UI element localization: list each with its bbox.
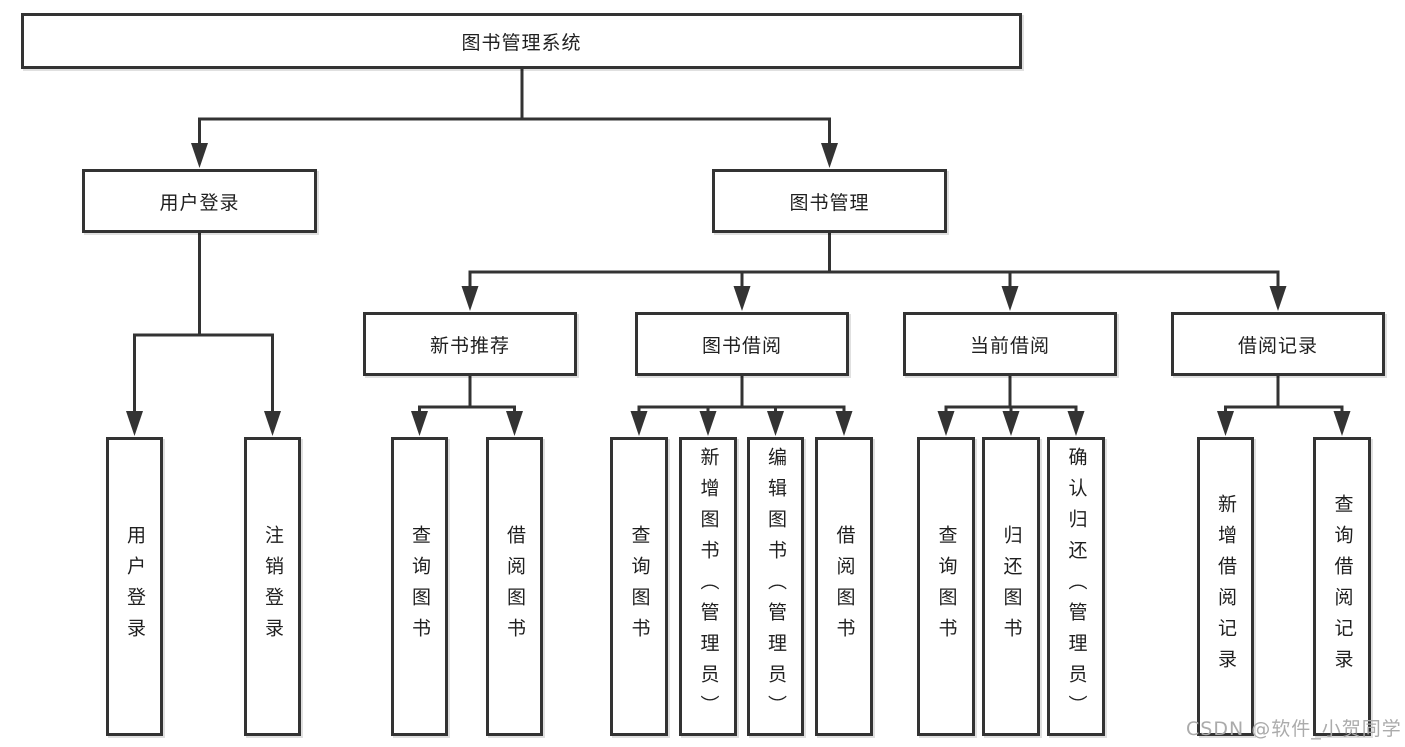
node-bb-borrow-books: 借阅图书: [815, 437, 873, 736]
node-current-borrow-label: 当前借阅: [969, 334, 1050, 357]
node-logout: 注销登录: [244, 437, 301, 736]
node-book-mgmt: 图书管理: [712, 169, 947, 233]
node-cb-confirm-return-label: 确认归还（管理员）: [1065, 447, 1088, 726]
node-new-book-rec: 新书推荐: [363, 312, 577, 376]
connector-newbookrec-to-leaves: [411, 376, 523, 436]
node-rec-query-books: 查询图书: [391, 437, 448, 736]
watermark: CSDN @软件_小贺同学: [1186, 718, 1402, 740]
node-bb-edit-books-label: 编辑图书（管理员）: [765, 447, 787, 726]
arrow-head: [1002, 411, 1020, 436]
connector-userlogin-to-leaves: [126, 233, 281, 436]
node-br-query-record: 查询借阅记录: [1313, 437, 1371, 736]
arrow-head: [1067, 411, 1085, 436]
node-logout-label: 注销登录: [262, 524, 284, 649]
node-current-borrow: 当前借阅: [903, 312, 1117, 376]
node-book-mgmt-label: 图书管理: [789, 191, 870, 214]
node-cb-return-books-label: 归还图书: [1000, 524, 1023, 649]
node-user-login-group: 用户登录: [82, 169, 317, 233]
node-bb-borrow-books-label: 借阅图书: [833, 524, 856, 649]
node-bb-query-books: 查询图书: [610, 437, 668, 736]
node-root: 图书管理系统: [21, 13, 1022, 69]
node-book-borrow-label: 图书借阅: [701, 334, 782, 357]
node-cb-confirm-return: 确认归还（管理员）: [1047, 437, 1105, 736]
arrow-head: [506, 411, 523, 436]
arrow-head: [126, 411, 143, 436]
node-book-borrow: 图书借阅: [635, 312, 849, 376]
connector-currentborrow-to-leaves: [937, 376, 1085, 436]
node-bb-query-books-label: 查询图书: [628, 524, 651, 649]
node-rec-borrow-books-label: 借阅图书: [504, 524, 526, 649]
node-rec-query-books-label: 查询图书: [409, 524, 431, 649]
arrow-head: [767, 411, 784, 436]
node-root-label: 图书管理系统: [461, 31, 582, 54]
arrow-head: [699, 411, 717, 436]
connector-bookborrow-to-leaves: [630, 376, 853, 436]
arrow-head: [835, 411, 853, 436]
node-cb-query-books: 查询图书: [917, 437, 975, 736]
node-bb-edit-books: 编辑图书（管理员）: [747, 437, 804, 736]
node-user-login: 用户登录: [106, 437, 163, 736]
connector-bookmgmt-to-level3: [461, 233, 1287, 311]
node-user-login-group-label: 用户登录: [159, 191, 240, 214]
arrow-head: [733, 286, 751, 311]
arrow-head: [411, 411, 428, 436]
node-user-login-label: 用户登录: [124, 524, 146, 649]
connector-root-to-level2: [191, 68, 838, 168]
arrow-head: [1269, 286, 1287, 311]
node-cb-return-books: 归还图书: [982, 437, 1040, 736]
arrow-head: [1001, 286, 1019, 311]
node-bb-add-books: 新增图书（管理员）: [679, 437, 737, 736]
arrow-head: [821, 143, 838, 168]
node-borrow-records: 借阅记录: [1171, 312, 1385, 376]
node-cb-query-books-label: 查询图书: [935, 524, 958, 649]
node-br-add-record-label: 新增借阅记录: [1215, 493, 1237, 680]
arrow-head: [264, 411, 281, 436]
arrow-head: [191, 143, 208, 168]
node-br-add-record: 新增借阅记录: [1197, 437, 1254, 736]
arrow-head: [461, 286, 479, 311]
node-br-query-record-label: 查询借阅记录: [1331, 493, 1354, 680]
node-bb-add-books-label: 新增图书（管理员）: [697, 447, 720, 726]
arrow-head: [937, 411, 955, 436]
arrow-head: [630, 411, 648, 436]
connector-borrowrecords-to-leaves: [1217, 376, 1351, 436]
arrow-head: [1333, 411, 1351, 436]
node-borrow-records-label: 借阅记录: [1237, 334, 1318, 357]
node-rec-borrow-books: 借阅图书: [486, 437, 543, 736]
node-new-book-rec-label: 新书推荐: [429, 334, 510, 357]
arrow-head: [1217, 411, 1234, 436]
